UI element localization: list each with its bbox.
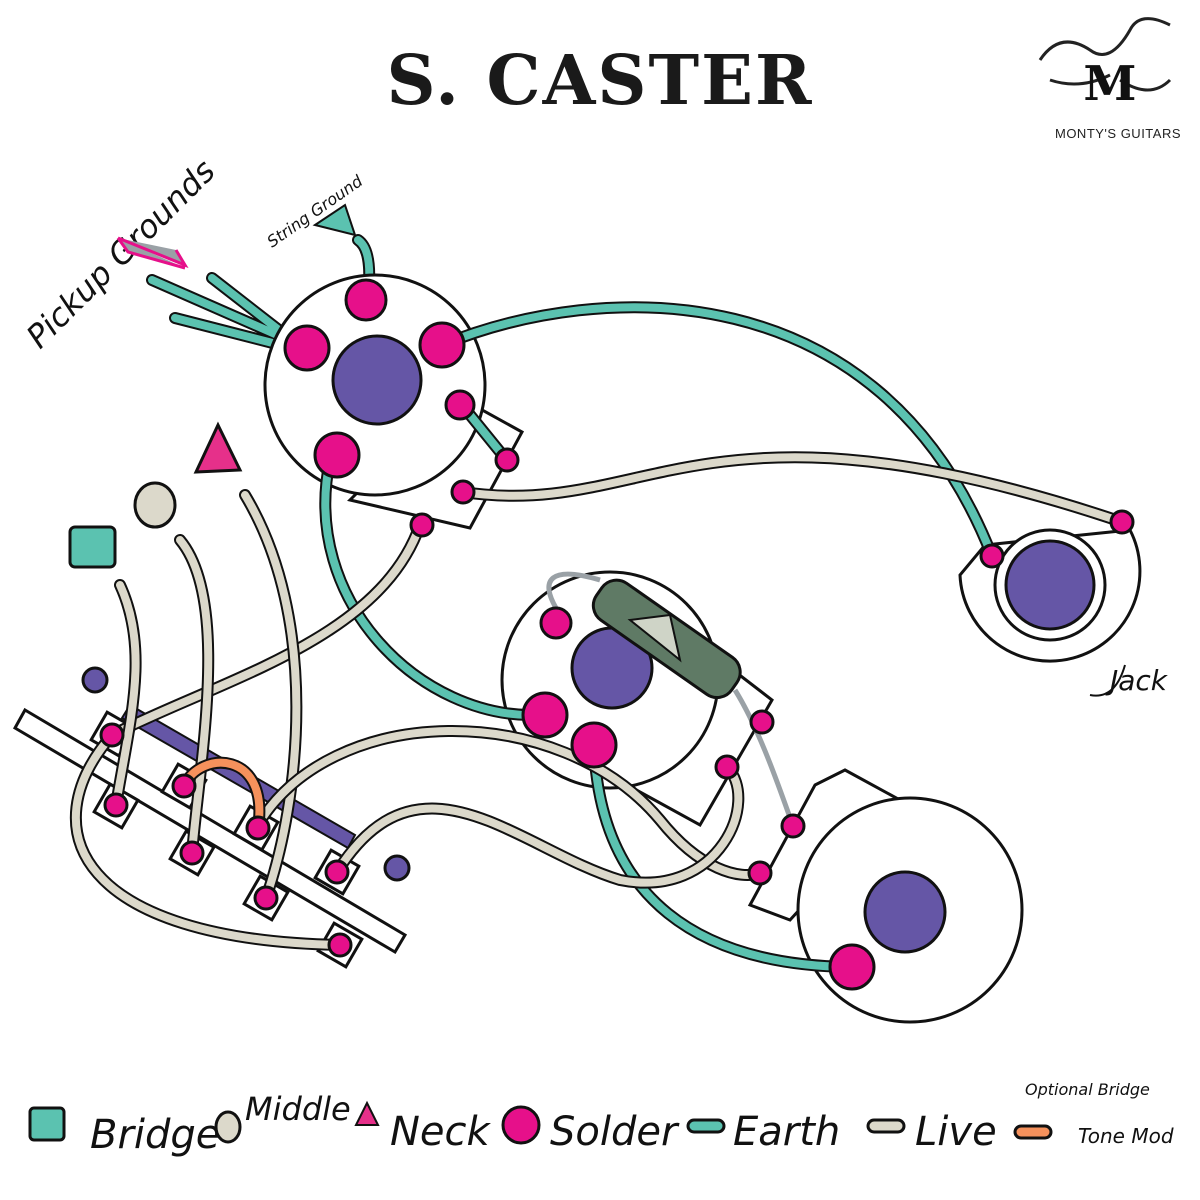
legend-earth-swatch	[686, 1118, 726, 1134]
tone-pot-2[interactable]	[747, 768, 1024, 1024]
live-wires	[70, 451, 1128, 951]
legend-neck-label: Neck	[390, 1109, 492, 1155]
output-jack[interactable]	[958, 528, 1142, 663]
svg-text:M: M	[1083, 56, 1136, 112]
switch-screw-icon	[81, 666, 109, 694]
middle-pickup-marker	[133, 481, 177, 529]
legend-middle-label: Middle	[245, 1090, 351, 1128]
montys-guitars-logo: M MONTY'S GUITARS	[1038, 17, 1181, 141]
legend: Bridge Middle Neck Solder Earth Live Opt…	[28, 1080, 1174, 1158]
bridge-pickup-marker	[68, 525, 117, 569]
solder-points	[99, 278, 1135, 991]
jack-label: Jack	[1105, 664, 1169, 697]
capacitor[interactable]	[546, 571, 796, 827]
legend-tone-mod-label: Tone Mod	[1078, 1124, 1174, 1148]
string-ground-arrow-icon	[312, 203, 357, 237]
legend-optional-bridge-note: Optional Bridge	[1025, 1080, 1150, 1099]
legend-earth-label: Earth	[733, 1109, 840, 1155]
pickup-ground-arrow-icon	[116, 236, 189, 270]
legend-tone-mod-swatch	[1013, 1124, 1053, 1140]
legend-live-label: Live	[915, 1109, 997, 1155]
tone-mod-wire	[180, 758, 264, 832]
string-ground-label: String Ground	[263, 171, 366, 251]
legend-neck-swatch	[354, 1100, 380, 1126]
legend-bridge-label: Bridge	[90, 1112, 220, 1158]
logo-brand-text: MONTY'S GUITARS	[1055, 126, 1181, 141]
legend-middle-swatch	[214, 1110, 242, 1144]
legend-live-swatch	[866, 1118, 906, 1134]
legend-solder-swatch	[501, 1105, 541, 1145]
switch-screw-icon	[383, 854, 411, 882]
legend-bridge-swatch	[28, 1106, 66, 1142]
diagram-title: S. CASTER	[387, 41, 814, 121]
legend-solder-label: Solder	[550, 1109, 680, 1155]
neck-pickup-marker	[193, 421, 243, 474]
